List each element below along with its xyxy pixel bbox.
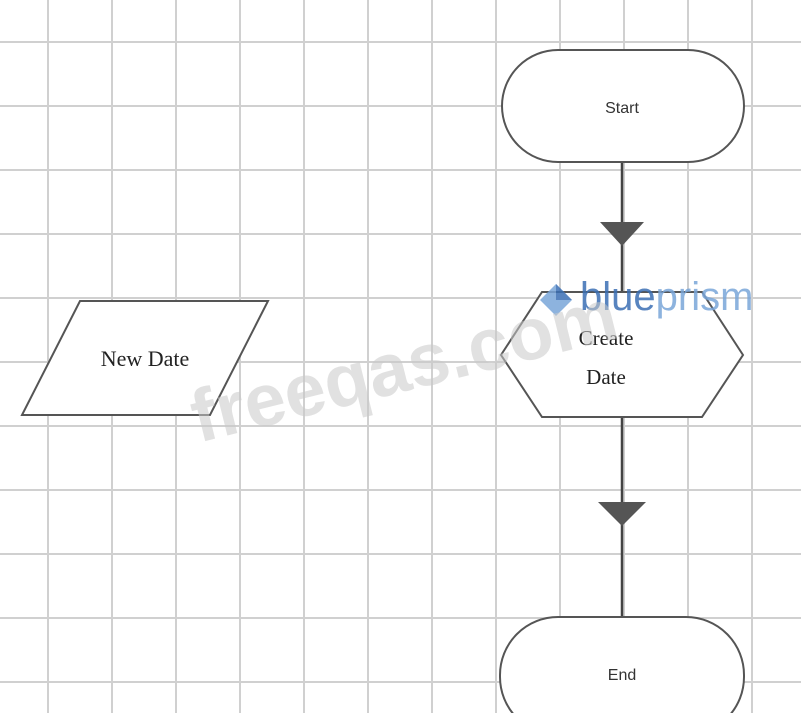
end-label: End [608, 667, 636, 684]
start-label: Start [605, 100, 639, 117]
connector-start-to-create [600, 162, 644, 292]
arrow-down-icon [598, 502, 646, 526]
blueprism-logo-watermark: blueprism [540, 275, 753, 319]
end-node[interactable]: End [499, 616, 745, 713]
connector-create-to-end [598, 417, 646, 617]
data-item-new-date[interactable]: New Date [20, 300, 270, 416]
process-label-line1: Create [579, 326, 634, 350]
process-create-date[interactable]: Create Date [499, 291, 745, 418]
process-label-line2: Date [586, 365, 626, 389]
data-item-label: New Date [101, 346, 190, 371]
start-node[interactable]: Start [501, 49, 745, 163]
arrow-down-icon [600, 222, 644, 246]
logo-wordmark: blueprism [580, 275, 753, 319]
